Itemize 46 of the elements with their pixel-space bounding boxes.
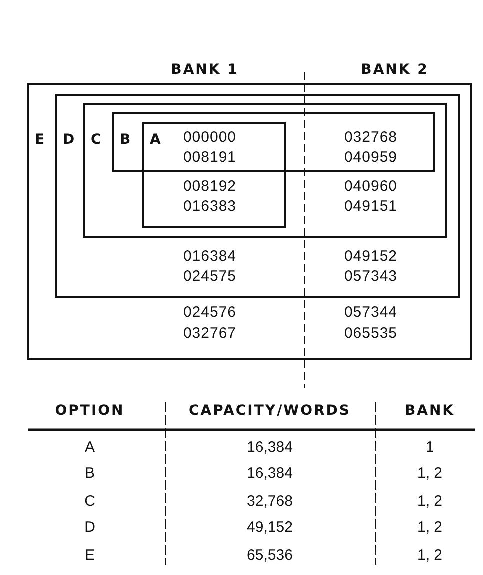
table-cell: 1, 2 bbox=[417, 493, 443, 511]
option-letter: D bbox=[63, 132, 75, 148]
option-letter: B bbox=[120, 132, 131, 148]
address-value: 040959 bbox=[344, 149, 398, 167]
table-cell: 1, 2 bbox=[417, 547, 443, 565]
table-cell: 1 bbox=[426, 439, 434, 457]
table-cell: 49,152 bbox=[247, 519, 293, 537]
address-value: 049152 bbox=[344, 248, 398, 266]
memory-region-box bbox=[27, 83, 472, 360]
table-cell: A bbox=[85, 439, 95, 457]
address-value: 024576 bbox=[183, 304, 237, 322]
memory-region-box bbox=[112, 112, 435, 172]
memory-region-box bbox=[55, 94, 460, 298]
address-value: 032768 bbox=[344, 129, 398, 147]
option-letter: C bbox=[91, 132, 102, 148]
table-cell: 32,768 bbox=[247, 493, 293, 511]
table-cell: 65,536 bbox=[247, 547, 293, 565]
table-cell: C bbox=[84, 493, 96, 511]
table-cell: B bbox=[85, 465, 95, 483]
column-header: OPTION bbox=[55, 402, 125, 420]
column-header: CAPACITY/WORDS bbox=[188, 402, 352, 420]
address-value: 032767 bbox=[183, 325, 237, 343]
bank-heading: BANK 2 bbox=[361, 61, 429, 79]
table-cell: 1, 2 bbox=[417, 519, 443, 537]
table-cell: D bbox=[84, 519, 96, 537]
table-cell: E bbox=[85, 547, 95, 565]
address-value: 065535 bbox=[344, 325, 398, 343]
table-cell: 1, 2 bbox=[417, 465, 443, 483]
table-cell: 16,384 bbox=[247, 439, 293, 457]
table-cell: 16,384 bbox=[247, 465, 293, 483]
address-value: 008191 bbox=[183, 149, 237, 167]
address-value: 008192 bbox=[183, 178, 237, 196]
address-value: 040960 bbox=[344, 178, 398, 196]
column-header: BANK bbox=[404, 402, 456, 420]
address-value: 049151 bbox=[344, 198, 398, 216]
address-value: 016383 bbox=[183, 198, 237, 216]
address-value: 057343 bbox=[344, 268, 398, 286]
address-value: 016384 bbox=[183, 248, 237, 266]
address-value: 000000 bbox=[183, 129, 237, 147]
memory-region-box bbox=[142, 122, 286, 228]
option-letter: A bbox=[150, 132, 161, 148]
memory-region-box bbox=[83, 103, 447, 238]
bank-heading: BANK 1 bbox=[171, 61, 239, 79]
address-value: 024575 bbox=[183, 268, 237, 286]
address-value: 057344 bbox=[344, 304, 398, 322]
option-letter: E bbox=[35, 132, 45, 148]
